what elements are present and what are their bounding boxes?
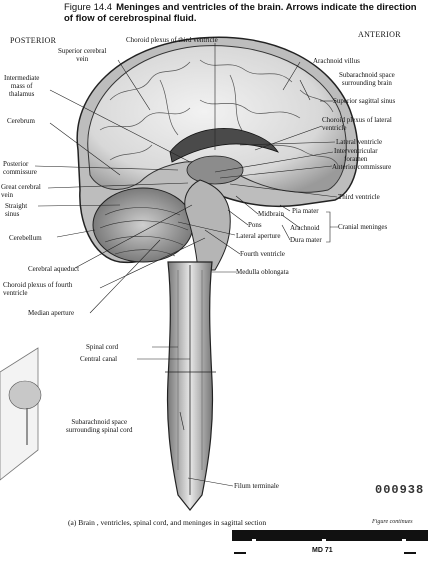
label-spinal-cord: Spinal cord [86,343,119,351]
anterior-label: ANTERIOR [358,30,401,39]
label-posterior-commissure: Posterior commissure [3,160,37,176]
cerebrum-shape [87,45,347,193]
label-intermediate-mass: Intermediate mass of thalamus [4,74,40,98]
lateral-ventricle-shape [169,128,279,163]
inset-figure [0,347,42,481]
label-arachnoid-villus: Arachnoid villus [313,57,360,65]
scale-notch [252,539,256,541]
label-interventricular-foramen: Interventricular foramen [334,147,378,163]
label-choroid-plexus-lateral-ventricle: Choroid plexus of lateral ventricle [322,116,392,132]
label-pons: Pons [248,221,262,229]
label-great-cerebral-vein: Great cerebral vein [1,183,41,199]
thalamus-shape [186,155,244,185]
label-central-canal: Central canal [80,355,118,363]
label-lateral-aperture: Lateral aperture [236,232,281,240]
posterior-label: POSTERIOR [10,36,57,45]
label-midbrain: Midbrain [258,210,285,218]
footer-dash-left [234,552,246,554]
label-superior-cerebral-vein: Superior cerebral vein [58,47,107,63]
footer-dash-right [404,552,416,554]
label-filum-terminale: Filum terminale [234,482,279,490]
label-choroid-plexus-fourth-ventricle: Choroid plexus of fourth ventricle [3,281,73,297]
scale-notch [322,539,326,541]
label-straight-sinus: Straight sinus [5,202,28,218]
figure-number: Figure 14.4 [64,2,113,13]
footer-code: MD 71 [312,547,333,554]
label-cerebellum: Cerebellum [9,234,42,242]
label-fourth-ventricle: Fourth ventricle [240,250,285,258]
label-medulla-oblongata: Medulla oblongata [236,268,289,276]
label-dura-mater: Dura mater [290,236,322,244]
label-lateral-ventricle: Lateral ventricle [336,138,383,146]
meninges-bracket [326,211,338,243]
scale-notch [402,539,406,541]
label-superior-sagittal-sinus: Superior sagittal sinus [333,97,396,105]
label-anterior-commissure: Anterior commissure [332,163,392,171]
label-arachnoid: Arachnoid [290,224,320,232]
label-cerebrum: Cerebrum [7,117,35,125]
figure-caption: (a) Brain , ventricles, spinal cord, and… [68,518,267,527]
label-choroid-plexus-third-ventricle: Choroid plexus of third ventricle [126,36,218,44]
label-median-aperture: Median aperture [28,309,75,317]
label-third-ventricle: Third ventricle [338,193,380,201]
label-cerebral-aqueduct: Cerebral aqueduct [28,265,80,273]
label-pia-mater: Pia mater [292,207,319,215]
label-cranial-meninges: Cranial meninges [338,223,388,231]
label-subarachnoid-space-cord: Subarachnoid space surrounding spinal co… [66,418,133,434]
figure-continues-note: Figure continues [372,519,413,525]
figure-title-text: Meninges and ventricles of the brain. Ar… [64,2,417,24]
label-subarachnoid-space-brain: Subarachnoid space surrounding brain [339,71,395,87]
specimen-stamp: 000938 [375,483,425,497]
scale-bar [232,530,428,541]
